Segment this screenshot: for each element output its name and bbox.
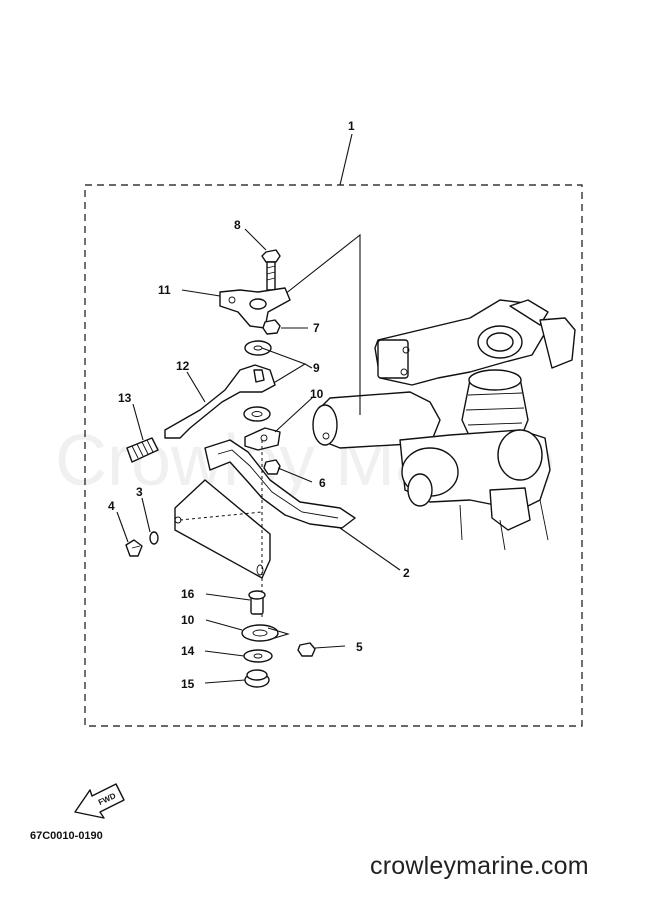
swivel-bracket-housing bbox=[312, 299, 576, 551]
callout-5: 5 bbox=[356, 640, 363, 654]
assembly-boundary bbox=[84, 184, 583, 727]
callout-13: 13 bbox=[118, 391, 132, 405]
callout-15: 15 bbox=[181, 677, 195, 691]
site-url: crowleymarine.com bbox=[370, 852, 589, 880]
part-5-nut bbox=[297, 642, 316, 657]
part-3-washer bbox=[149, 531, 159, 545]
part-15-nut bbox=[244, 669, 270, 688]
callout-3: 3 bbox=[136, 485, 143, 499]
callout-10-upper: 10 bbox=[310, 387, 324, 401]
callout-10-lower: 10 bbox=[181, 613, 195, 627]
part-2-bracket bbox=[174, 439, 356, 579]
fwd-arrow-icon: FWD bbox=[74, 783, 125, 819]
callout-4: 4 bbox=[108, 499, 115, 513]
callout-8: 8 bbox=[234, 218, 241, 232]
callout-16: 16 bbox=[181, 587, 195, 601]
part-11-bracket bbox=[219, 287, 291, 329]
part-10-washer-lower bbox=[241, 624, 279, 642]
part-8-bolt bbox=[261, 249, 281, 291]
part-4-screw bbox=[125, 539, 143, 557]
callout-7: 7 bbox=[313, 321, 320, 335]
part-6-collar bbox=[263, 459, 281, 475]
callout-9: 9 bbox=[313, 361, 320, 375]
part-10-washer-upper bbox=[243, 406, 271, 422]
part-14-washer bbox=[243, 649, 273, 663]
callout-6: 6 bbox=[319, 476, 326, 490]
callout-11: 11 bbox=[158, 283, 171, 297]
callout-14: 14 bbox=[181, 644, 195, 658]
part-7-nut bbox=[262, 319, 281, 335]
part-13-grip bbox=[126, 437, 159, 463]
part-12-link-plate bbox=[164, 364, 276, 439]
part-9-washer bbox=[244, 340, 272, 356]
callout-12: 12 bbox=[176, 359, 190, 373]
callout-1: 1 bbox=[348, 119, 355, 133]
callout-2: 2 bbox=[403, 566, 410, 580]
document-code: 67C0010-0190 bbox=[30, 830, 103, 842]
part-16-bushing bbox=[248, 590, 266, 615]
